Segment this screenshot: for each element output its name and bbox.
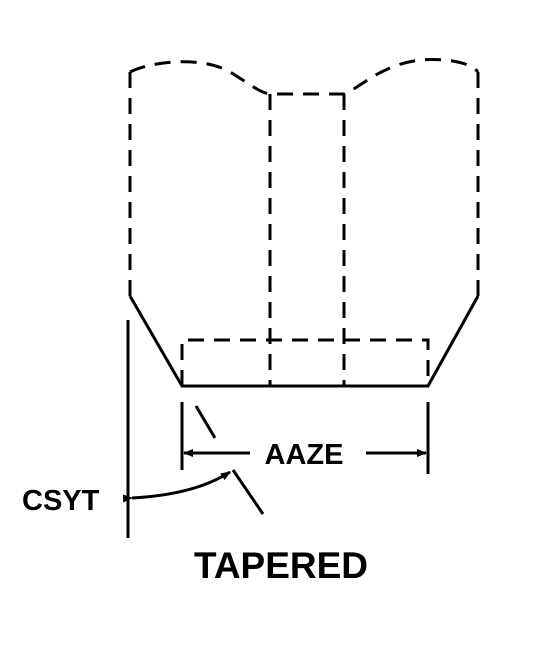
- taper-reference-line-upper: [194, 405, 217, 439]
- width-dimension-label: AAZE: [265, 439, 344, 471]
- tapered-tip-outline: [128, 295, 480, 388]
- break-line-top: [129, 58, 480, 96]
- angle-dimension-label: CSYT: [22, 485, 100, 517]
- diagram-caption: TAPERED: [194, 545, 368, 586]
- counterbore-outline: [180, 338, 430, 386]
- angle-arc-arrow: [122, 470, 231, 503]
- taper-reference-line-lower: [231, 469, 265, 515]
